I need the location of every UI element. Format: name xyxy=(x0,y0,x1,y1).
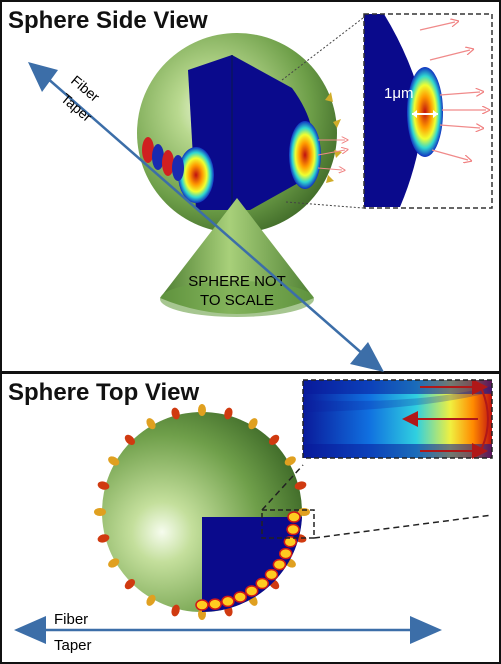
zoom-line-top xyxy=(281,17,364,81)
rim-bump xyxy=(269,434,280,445)
top-inset xyxy=(302,379,493,459)
mode-hotspot-left xyxy=(178,147,214,203)
rim-bump xyxy=(108,456,120,466)
zoom-line-top-b xyxy=(261,464,304,511)
top-cutaway-field xyxy=(202,517,302,613)
ripple-lobe xyxy=(255,577,269,590)
rim-bump xyxy=(124,579,135,590)
ripple-lobe xyxy=(287,511,301,523)
rim-bump xyxy=(97,481,110,490)
ripple-lobe xyxy=(195,599,209,611)
bottom-panel-title: Sphere Top View xyxy=(8,379,199,406)
zoom-line-bottom xyxy=(285,201,364,209)
ripple-lobe xyxy=(244,585,259,597)
ripple-lobe xyxy=(221,595,235,608)
fiber-right-arrowhead xyxy=(350,342,384,372)
ripple-lobe xyxy=(278,547,293,560)
rim-bump xyxy=(171,604,180,617)
scale-note-line2: TO SCALE xyxy=(200,292,274,309)
top-sphere xyxy=(94,404,310,620)
ripple-lobe xyxy=(286,523,300,536)
ripple-lobe xyxy=(208,598,222,610)
emission-rays-small xyxy=(317,140,345,170)
rim-bump xyxy=(248,418,258,430)
top-mode-ripple xyxy=(195,511,301,611)
fiber-left-arrowhead xyxy=(28,62,58,92)
rim-bump xyxy=(294,481,307,490)
rim-bump xyxy=(108,558,120,568)
rim-bump xyxy=(146,594,156,606)
ripple-lobe xyxy=(272,558,287,571)
rim-bump xyxy=(97,534,110,543)
rim-bump xyxy=(284,456,296,466)
top-panel-title: Sphere Side View xyxy=(8,7,208,34)
ripple-lobe xyxy=(264,568,279,581)
scale-note-line1: SPHERE NOT xyxy=(188,273,286,290)
reflection-arrows xyxy=(402,379,489,459)
zoom-box-small xyxy=(261,509,315,539)
top-sphere-rim-bumps xyxy=(94,404,310,620)
top-fiber-label-line2: Taper xyxy=(54,637,92,654)
side-sphere xyxy=(137,33,345,233)
top-fiber-taper: Fiber Taper xyxy=(14,611,442,654)
rim-bump xyxy=(224,407,233,420)
ripple-lobe xyxy=(283,536,298,548)
rim-bump xyxy=(171,407,180,420)
rim-bump xyxy=(124,434,135,445)
top-fiber-right-arrowhead xyxy=(410,616,442,644)
mode-hotspot-right xyxy=(289,121,321,189)
rim-bump xyxy=(198,404,206,416)
inset-scale-label: 1μm xyxy=(384,85,413,102)
support-cone: SPHERE NOT TO SCALE xyxy=(160,198,314,317)
top-fiber-label-line1: Fiber xyxy=(54,611,88,628)
emission-rays-inset xyxy=(419,22,486,160)
rim-bump xyxy=(146,418,156,430)
cutaway-field xyxy=(188,55,314,210)
side-inset: 1μm xyxy=(363,13,493,209)
ripple-lobe xyxy=(233,591,247,603)
left-rim-lobes xyxy=(142,137,184,181)
top-fiber-left-arrowhead xyxy=(14,616,46,644)
rim-bump xyxy=(94,508,106,516)
